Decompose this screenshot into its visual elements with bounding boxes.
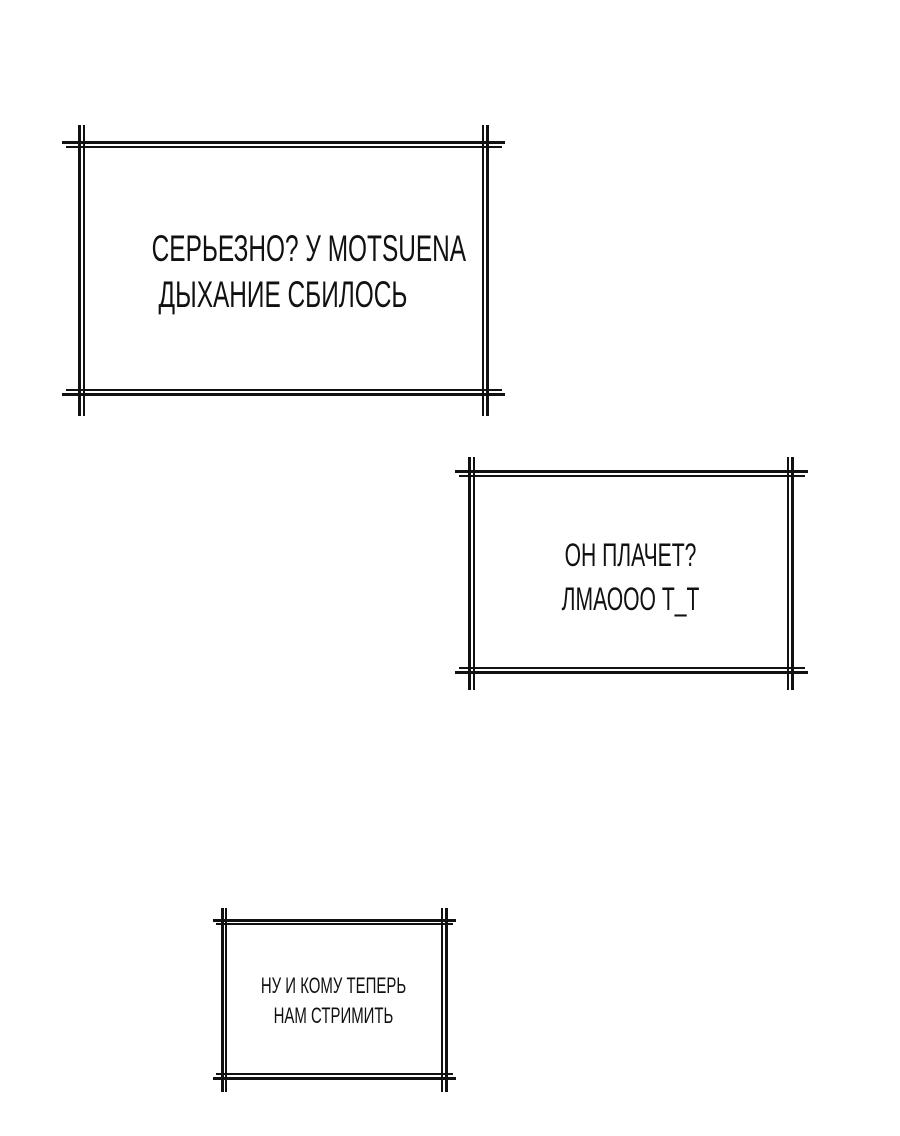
frame-right-outer-line [486, 125, 489, 416]
frame-left-outer-line [221, 908, 224, 1092]
frame-right-inner-line [787, 457, 789, 690]
caption-2-line-1: ОН ПЛАЧЕТ? [564, 537, 697, 573]
frame-left-outer-line [468, 457, 471, 690]
caption-text-3: НУ И КОМУ ТЕПЕРЬ НАМ СТРИМИТЬ [226, 971, 441, 1031]
frame-bottom-inner-line [459, 667, 805, 669]
frame-right-outer-line [445, 908, 448, 1092]
frame-bottom-outer-line [62, 393, 505, 396]
caption-text-1: СЕРЬЕЗНО? У MOTSUENA ДЫХАНИЕ СБИЛОСЬ [84, 226, 482, 318]
frame-top-outer-line [62, 141, 505, 144]
caption-1-line-1: СЕРЬЕЗНО? У MOTSUENA [151, 228, 467, 269]
caption-3-line-2: НАМ СТРИМИТЬ [273, 1003, 394, 1028]
caption-text-2: ОН ПЛАЧЕТ? ЛМАООО Т_Т [474, 533, 787, 621]
caption-3-line-1: НУ И КОМУ ТЕПЕРЬ [260, 973, 407, 998]
frame-top-inner-line [66, 146, 502, 148]
frame-top-outer-line [455, 470, 808, 473]
frame-right-outer-line [791, 457, 794, 690]
frame-bottom-inner-line [66, 389, 502, 391]
frame-left-outer-line [78, 125, 81, 416]
frame-right-inner-line [441, 908, 443, 1092]
frame-bottom-outer-line [213, 1077, 456, 1080]
frame-top-inner-line [216, 923, 453, 925]
frame-top-outer-line [213, 919, 456, 922]
frame-bottom-inner-line [216, 1073, 453, 1075]
frame-top-inner-line [459, 475, 805, 477]
caption-1-line-2: ДЫХАНИЕ СБИЛОСЬ [158, 274, 408, 315]
frame-bottom-outer-line [455, 671, 808, 674]
frame-right-inner-line [482, 125, 484, 416]
caption-2-line-2: ЛМАООО Т_Т [561, 581, 700, 617]
